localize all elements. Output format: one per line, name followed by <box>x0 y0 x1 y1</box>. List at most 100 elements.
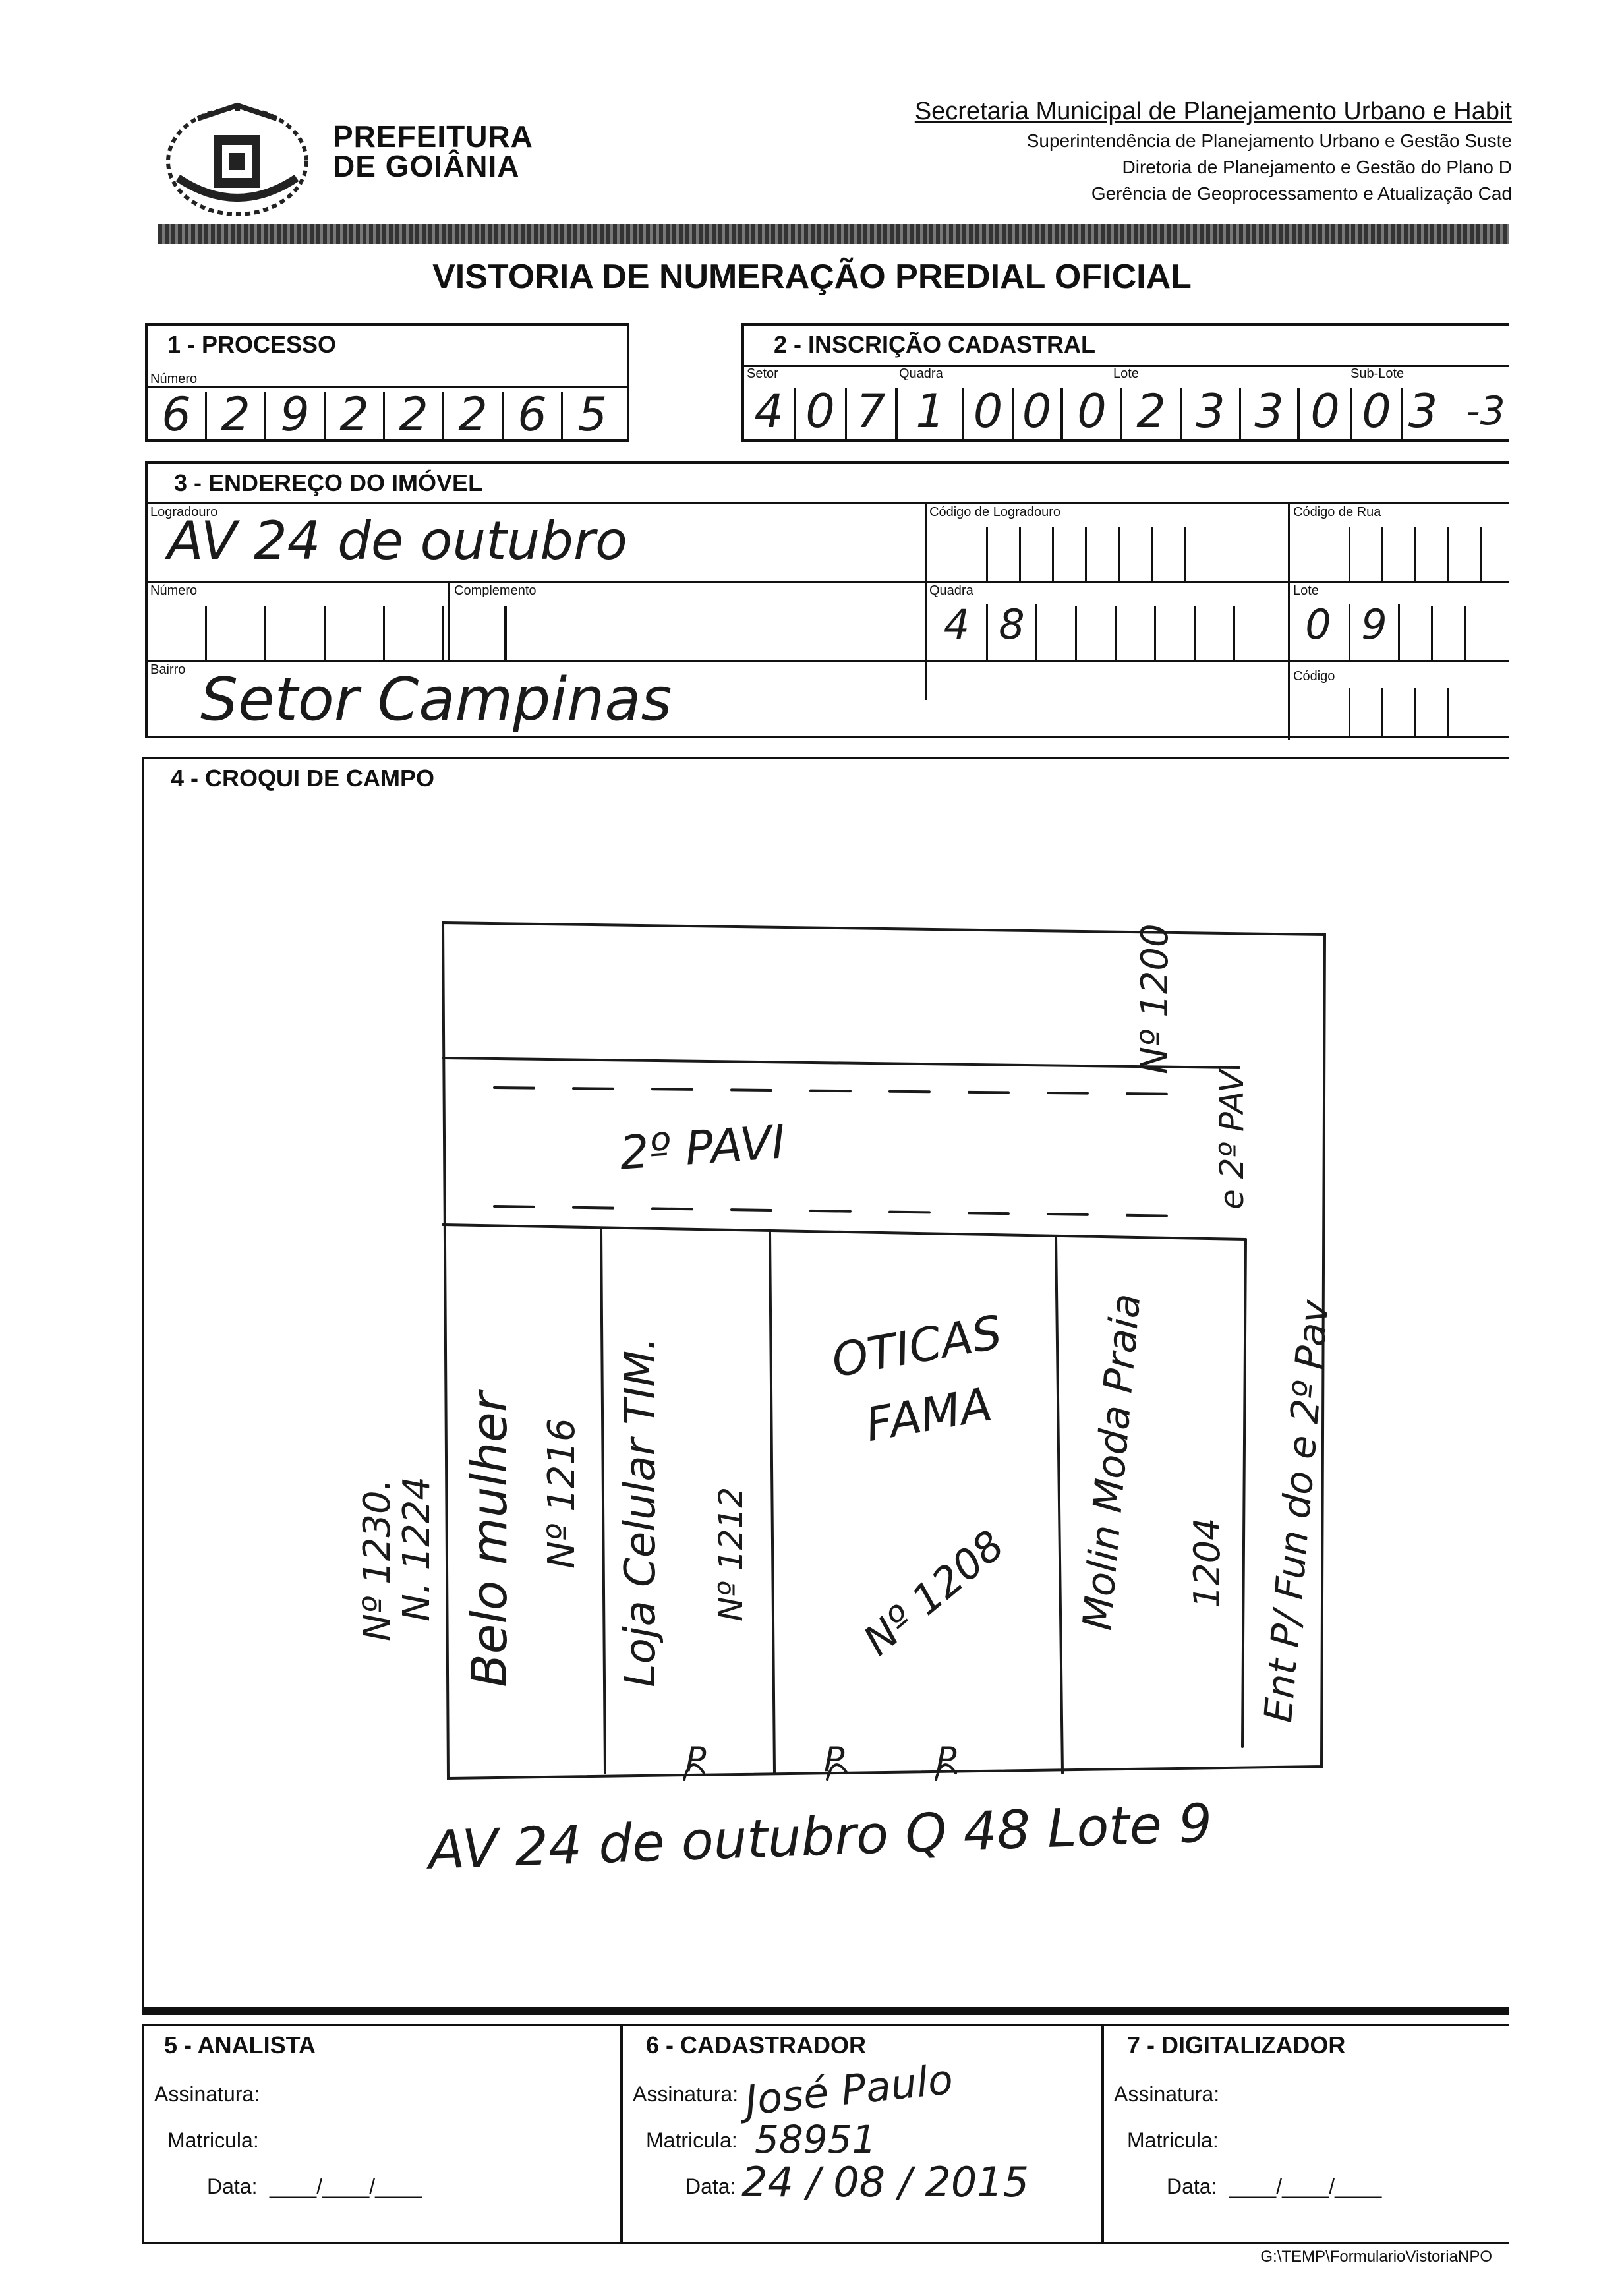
endereco-title: 3 - ENDEREÇO DO IMÓVEL <box>174 469 483 496</box>
endereco-divider-row2 <box>148 660 1509 662</box>
footer-path: G:\TEMP\FormularioVistoriaNPO <box>1260 2248 1492 2265</box>
processo-numero-label: Número <box>150 372 198 386</box>
processo-digit: 2 <box>207 392 266 439</box>
endereco-divider-top <box>148 502 1509 504</box>
inscricao-digit: 0 <box>1063 388 1122 440</box>
inscricao-digit: 3 <box>1182 388 1241 440</box>
inscricao-digit: 2 <box>1122 388 1182 440</box>
inscricao-section: 2 - INSCRIÇÃO CADASTRAL Setor Quadra Lot… <box>741 323 1509 442</box>
door-mark: P <box>685 1740 707 1780</box>
croqui-left-number-1: Nº 1230. <box>356 1478 399 1641</box>
inscricao-digit: 0 <box>1014 388 1063 440</box>
cadastrador-assinatura-value: José Paulo <box>743 2055 956 2125</box>
cadastrador-assinatura-label: Assinatura: <box>633 2082 739 2106</box>
digitalizador-matricula-label: Matricula: <box>1127 2128 1219 2152</box>
endereco-divider-row1 <box>148 581 1509 583</box>
inscricao-setor-label: Setor <box>747 366 778 381</box>
processo-digits: 6 2 9 2 2 2 6 5 <box>148 392 622 439</box>
form-title: VISTORIA DE NUMERAÇÃO PREDIAL OFICIAL <box>432 258 1192 296</box>
endereco-section: 3 - ENDEREÇO DO IMÓVEL Logradouro AV 24 … <box>145 461 1509 740</box>
lote-label: Lote <box>1293 583 1319 598</box>
shop-name: Loja Celular TIM. <box>616 1337 665 1687</box>
lote-digit: 0 <box>1288 604 1350 660</box>
digitalizador-assinatura-label: Assinatura: <box>1114 2082 1220 2106</box>
bairro-label: Bairro <box>150 662 186 677</box>
croqui-right-top: Nº 1200 <box>1134 923 1176 1074</box>
bairro-value: Setor Campinas <box>200 665 672 734</box>
logradouro-value: AV 24 de outubro <box>167 510 627 571</box>
inscricao-quadra-label: Quadra <box>899 366 943 381</box>
inscricao-digit: 3 <box>1241 388 1300 440</box>
shop-number: Nº 1212 <box>712 1486 750 1621</box>
shop-number: Nº 1216 <box>540 1418 583 1569</box>
digitalizador-data-label: Data: <box>1167 2175 1217 2198</box>
inscricao-lote-label: Lote <box>1113 366 1139 381</box>
croqui-right-top2: e 2º PAV <box>1213 1070 1251 1210</box>
quadra-label: Quadra <box>929 583 973 598</box>
header-divider-bar <box>158 224 1509 244</box>
digitalizador-section: 7 - DIGITALIZADOR Assinatura: Matricula:… <box>1104 2024 1509 2244</box>
quadra-digit: 8 <box>988 604 1037 660</box>
door-mark: P <box>824 1740 845 1780</box>
processo-title: 1 - PROCESSO <box>167 331 337 358</box>
inscricao-divider <box>744 365 1509 367</box>
inscricao-digit: 0 <box>964 388 1014 440</box>
endereco-col-divider-2 <box>1288 502 1290 740</box>
cadastrador-matricula-value: 58951 <box>755 2117 877 2162</box>
processo-digit: 6 <box>504 392 563 439</box>
inscricao-title: 2 - INSCRIÇÃO CADASTRAL <box>774 331 1096 358</box>
diretoria-line: Diretoria de Planejamento e Gestão do Pl… <box>1122 157 1512 177</box>
prefeitura-name-line2: DE GOIÂNIA <box>333 149 520 183</box>
lote-digit: 9 <box>1350 604 1400 660</box>
quadra-digits: 4 8 <box>925 604 1037 660</box>
codigo-logradouro-cells <box>925 527 1186 581</box>
numero-cells <box>148 606 507 660</box>
quadra-digit: 4 <box>925 604 988 660</box>
processo-digit: 5 <box>577 388 608 442</box>
analista-section: 5 - ANALISTA Assinatura: Matricula: Data… <box>142 2024 623 2244</box>
inscricao-digits: 4 0 7 1 0 0 0 2 3 3 0 0 3 <box>744 388 1443 440</box>
cadastrador-section: 6 - CADASTRADOR Assinatura: José Paulo M… <box>623 2024 1104 2244</box>
prefeitura-name-line1: PREFEITURA <box>333 119 533 154</box>
shop-number: 1204 <box>1186 1517 1228 1608</box>
processo-digit: 9 <box>266 392 326 439</box>
endereco-col-divider-1 <box>925 502 927 700</box>
prefeitura-logo <box>158 99 316 224</box>
cadastrador-data-value: 24 / 08 / 2015 <box>741 2158 1030 2206</box>
complemento-label: Complemento <box>454 583 536 598</box>
processo-digit: 6 <box>148 392 207 439</box>
codigo-label: Código <box>1293 669 1335 684</box>
secretaria-title: Secretaria Municipal de Planejamento Urb… <box>914 98 1512 125</box>
analista-matricula-label: Matricula: <box>167 2128 259 2152</box>
processo-digit: 2 <box>385 392 444 439</box>
logradouro-label: Logradouro <box>150 505 218 519</box>
cadastrador-data-label: Data: <box>685 2175 736 2198</box>
inscricao-digit: 1 <box>898 388 964 440</box>
inscricao-digit: 3 <box>1408 384 1438 438</box>
codigo-logradouro-label: Código de Logradouro <box>929 505 1061 519</box>
gerencia-line: Gerência de Geoprocessamento e Atualizaç… <box>1091 183 1512 204</box>
croqui-title: 4 - CROQUI DE CAMPO <box>171 765 435 792</box>
coat-of-arms-icon <box>166 102 308 216</box>
quadra-empty-cells <box>1037 606 1235 660</box>
footer-top-rule <box>142 2007 1509 2015</box>
lote-digits: 0 9 <box>1288 604 1400 660</box>
processo-divider <box>148 386 627 388</box>
processo-digit: 2 <box>444 392 504 439</box>
processo-section: 1 - PROCESSO Número 6 2 9 2 2 2 6 5 <box>145 323 629 442</box>
codigo-rua-cells <box>1288 527 1482 581</box>
digitalizador-data-blank: ____/____/____ <box>1229 2175 1382 2198</box>
analista-assinatura-label: Assinatura: <box>154 2082 260 2106</box>
analista-title: 5 - ANALISTA <box>164 2031 316 2059</box>
croqui-pavimento: 2º PAVI <box>618 1115 787 1181</box>
inscricao-digit: 0 <box>796 388 847 440</box>
endereco-numero-divider <box>448 581 450 660</box>
analista-data-blank: ____/____/____ <box>270 2175 422 2198</box>
digitalizador-title: 7 - DIGITALIZADOR <box>1127 2031 1346 2059</box>
shop-name: Belo mulher <box>461 1391 518 1687</box>
lote-empty-cells <box>1400 606 1466 660</box>
croqui-left-number-2: N. 1224 <box>395 1476 438 1621</box>
numero-label: Número <box>150 583 198 598</box>
inscricao-digit: 0 <box>1352 388 1403 440</box>
